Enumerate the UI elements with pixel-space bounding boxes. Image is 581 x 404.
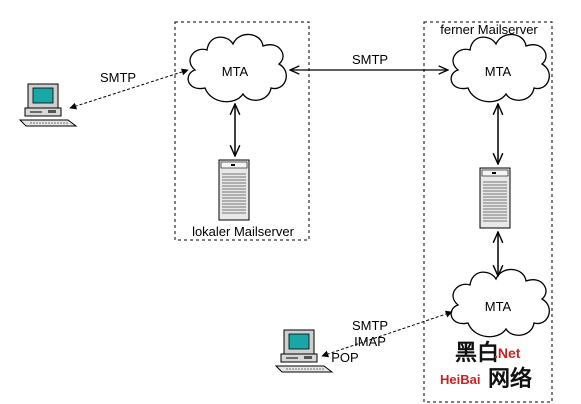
client-top-smtp-link: [69, 68, 189, 110]
mta-remote-label: MTA: [485, 64, 512, 79]
remote-mailserver-box: [423, 21, 553, 403]
local-mailserver-box: [174, 21, 310, 241]
watermark-net: .Net: [494, 345, 521, 361]
local-server-label: lokaler Mailserver: [192, 224, 295, 239]
watermark-chinese-2: 网络: [488, 366, 532, 392]
client-bottom-link: [321, 310, 453, 358]
smtp-left-label: SMTP: [100, 70, 136, 85]
smtp-top-label: SMTP: [352, 52, 388, 67]
mta-local-label: MTA: [222, 64, 249, 79]
watermark-logo: 黑白 .Net HeiBai 网络: [440, 340, 532, 392]
imap-label: IMAP: [354, 334, 386, 349]
server-remote-icon: [479, 167, 511, 229]
client-bottom-icon: [275, 329, 333, 373]
server-local-icon: [218, 159, 250, 221]
smtp-bottom-label: SMTP: [352, 318, 388, 333]
remote-server-label: ferner Mailserver: [440, 22, 538, 37]
mta-bottom-label: MTA: [485, 299, 512, 314]
watermark-brand: HeiBai: [440, 372, 480, 387]
watermark-chinese-1: 黑白: [455, 340, 499, 366]
client-top-icon: [19, 83, 77, 127]
pop-label: POP: [331, 350, 358, 365]
